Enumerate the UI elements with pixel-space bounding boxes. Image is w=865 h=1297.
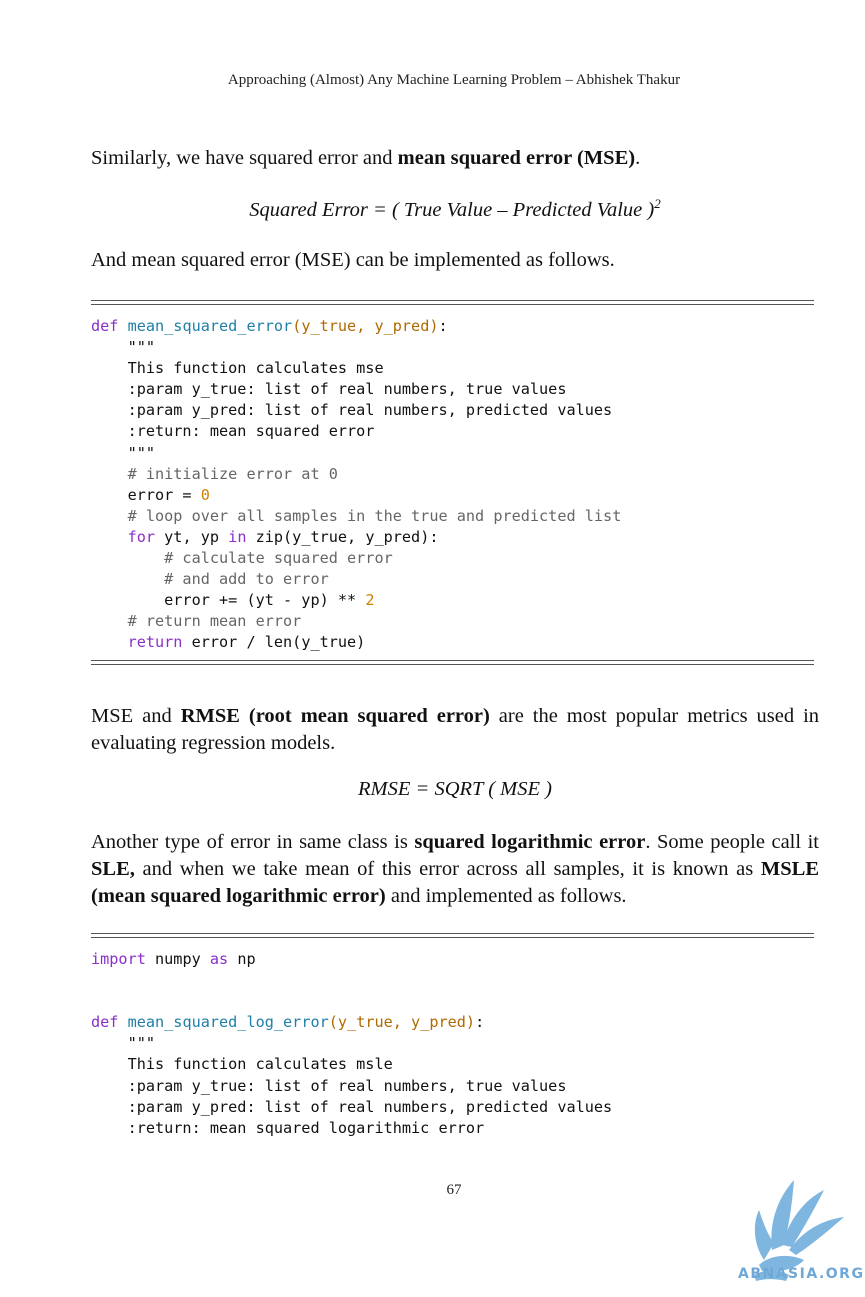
text: and when we take mean of this error acro… bbox=[134, 858, 761, 880]
paragraph-rmse: MSE and RMSE (root mean squared error) a… bbox=[91, 703, 819, 757]
text: Another type of error in same class is bbox=[91, 831, 415, 853]
code-comment: # calculate squared error bbox=[91, 549, 393, 568]
keyword: in bbox=[228, 527, 247, 546]
function-name: mean_squared_log_error bbox=[127, 1013, 329, 1032]
code-block-mse: def mean_squared_error(y_true, y_pred): … bbox=[91, 316, 814, 654]
code-line: :param y_true: list of real numbers, tru… bbox=[91, 1076, 567, 1095]
paragraph-mse-impl: And mean squared error (MSE) can be impl… bbox=[91, 249, 615, 271]
code-comment: # and add to error bbox=[91, 570, 329, 589]
formula-rmse: RMSE = SQRT ( MSE ) bbox=[358, 778, 552, 800]
bold-term: SLE, bbox=[91, 858, 135, 880]
code-divider-top-2 bbox=[91, 933, 814, 938]
code-line: :return: mean squared error bbox=[91, 422, 375, 441]
keyword: return bbox=[127, 633, 183, 652]
code-comment: # loop over all samples in the true and … bbox=[91, 506, 622, 525]
code-line: :param y_true: list of real numbers, tru… bbox=[91, 380, 567, 399]
keyword: def bbox=[91, 1013, 119, 1032]
running-header: Approaching (Almost) Any Machine Learnin… bbox=[227, 72, 681, 88]
code-line: :param y_pred: list of real numbers, pre… bbox=[91, 1097, 613, 1116]
bold-term: mean squared error (MSE) bbox=[397, 147, 636, 169]
text: . bbox=[635, 147, 641, 169]
formula-exponent: 2 bbox=[654, 196, 661, 211]
text: Similarly, we have squared error and bbox=[91, 147, 398, 169]
code-divider-bottom bbox=[91, 660, 814, 665]
code-divider-top bbox=[91, 300, 814, 305]
paragraph-mse-intro: Similarly, we have squared error and mea… bbox=[91, 145, 819, 172]
function-name: mean_squared_error bbox=[127, 317, 293, 335]
watermark-text: ABNASIA.ORG bbox=[738, 1266, 865, 1282]
bold-term: squared logarithmic error bbox=[414, 831, 646, 853]
code-text: error / len(y_true) bbox=[182, 633, 366, 652]
bold-term: MSLE (mean squared logarithmic error) bbox=[91, 858, 819, 907]
function-params: (y_true, y_pred) bbox=[328, 1013, 476, 1032]
text: are the most popular metrics used in eva… bbox=[91, 705, 820, 754]
code-text: yt, yp bbox=[155, 527, 229, 546]
code-text: zip(y_true, y_pred): bbox=[246, 527, 439, 546]
text: and implemented as follows. bbox=[385, 885, 627, 907]
keyword: as bbox=[209, 950, 229, 968]
code-text: : bbox=[438, 317, 448, 335]
code-line: :return: mean squared logarithmic error bbox=[91, 1118, 485, 1137]
page-number: 67 bbox=[446, 1182, 462, 1198]
code-comment: # return mean error bbox=[91, 612, 302, 631]
code-line: """ bbox=[91, 1034, 156, 1053]
code-line: This function calculates mse bbox=[91, 359, 384, 378]
code-text: numpy bbox=[145, 950, 210, 968]
paragraph-msle: Another type of error in same class is s… bbox=[91, 829, 819, 910]
bold-term: RMSE (root mean squared error) bbox=[180, 705, 490, 727]
code-block-msle: import numpy as np def mean_squared_log_… bbox=[91, 949, 814, 1139]
code-number: 2 bbox=[365, 591, 375, 610]
code-number: 0 bbox=[200, 485, 210, 504]
code-line: """ bbox=[91, 443, 156, 462]
keyword: def bbox=[91, 317, 119, 335]
formula-squared-error: Squared Error = ( True Value – Predicted… bbox=[91, 196, 819, 222]
code-text: : bbox=[475, 1013, 485, 1032]
abnasia-logo-icon bbox=[754, 1180, 844, 1281]
code-text: error += (yt - yp) ** bbox=[91, 591, 366, 610]
code-text: error = bbox=[91, 485, 201, 504]
code-line: """ bbox=[91, 338, 156, 357]
keyword: for bbox=[127, 527, 156, 546]
function-params: (y_true, y_pred) bbox=[292, 317, 439, 335]
keyword: import bbox=[91, 950, 146, 968]
code-line: :param y_pred: list of real numbers, pre… bbox=[91, 401, 613, 420]
text: MSE and bbox=[91, 705, 181, 727]
formula-text: Squared Error = ( True Value – Predicted… bbox=[249, 198, 655, 221]
code-line: This function calculates msle bbox=[91, 1055, 393, 1074]
code-text: np bbox=[228, 950, 256, 968]
text: . Some people call it bbox=[645, 831, 820, 853]
code-comment: # initialize error at 0 bbox=[91, 464, 338, 483]
